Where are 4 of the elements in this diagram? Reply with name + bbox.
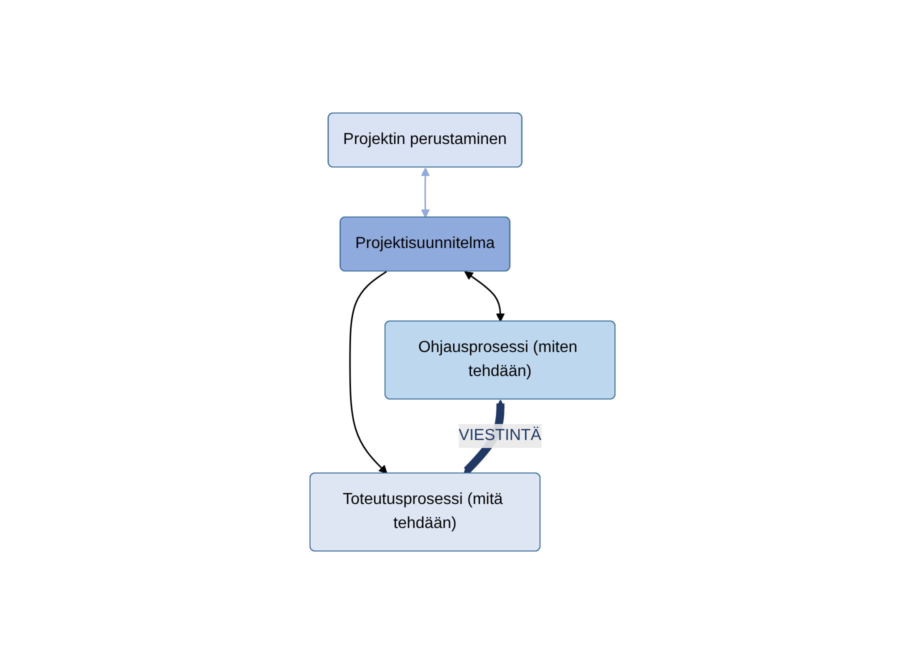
arrow bbox=[420, 168, 430, 218]
arrow bbox=[348, 270, 387, 474]
edge-label: VIESTINTÄ bbox=[458, 427, 541, 444]
arrow bbox=[464, 271, 504, 322]
